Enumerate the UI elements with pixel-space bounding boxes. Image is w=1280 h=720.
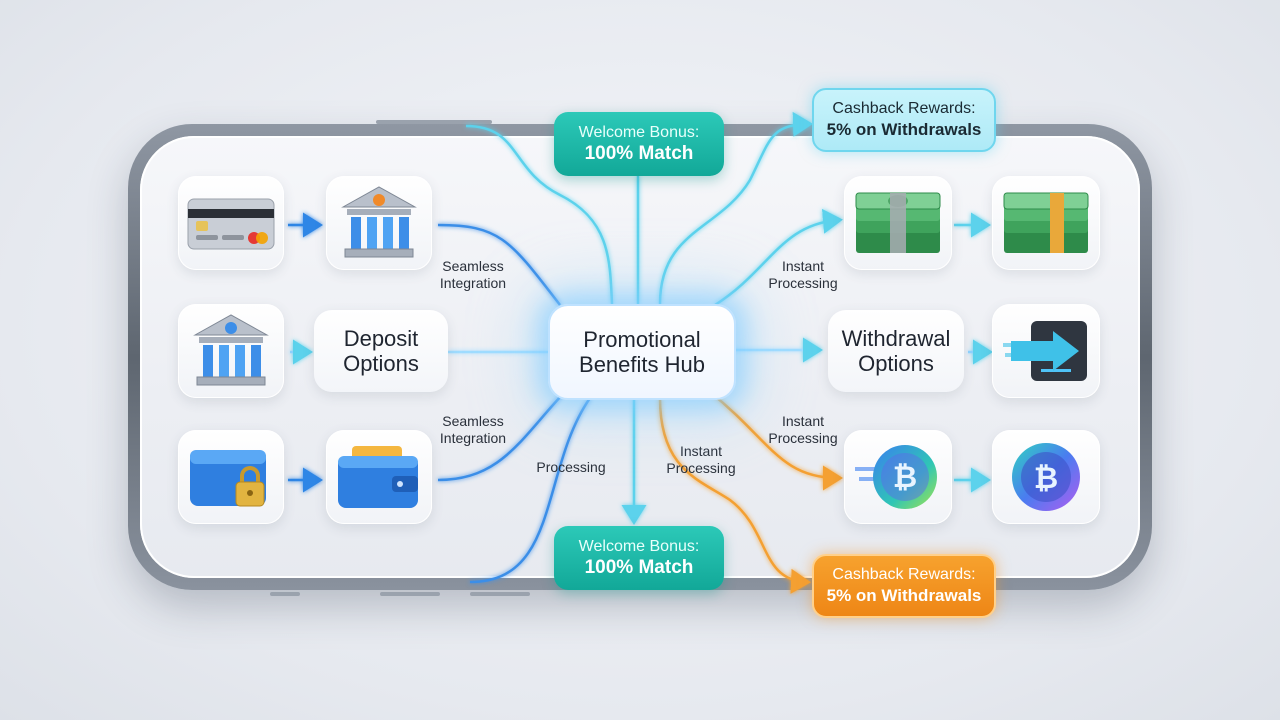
cash-stack-tile-alt[interactable]: [992, 176, 1100, 270]
wallet-lock-icon: [190, 450, 266, 507]
transfer-tile[interactable]: [992, 304, 1100, 398]
instant-processing-label-top: Instant Processing: [768, 258, 838, 291]
bitcoin-tile[interactable]: ₿: [844, 430, 952, 524]
transfer-arrow-icon: [1003, 321, 1087, 381]
cash-stack-icon: [1003, 192, 1089, 253]
withdrawal-options-button[interactable]: Withdrawal Options: [828, 310, 964, 392]
bitcoin-tile-alt[interactable]: ₿: [992, 430, 1100, 524]
cash-stack-tile[interactable]: [844, 176, 952, 270]
cashback-rewards-badge-bottom[interactable]: Cashback Rewards: 5% on Withdrawals: [812, 554, 996, 618]
deposit-options-line2: Options: [343, 351, 419, 376]
phone-side-button: [270, 592, 300, 596]
withdrawal-options-line1: Withdrawal: [841, 326, 951, 351]
cashback-rewards-badge-top[interactable]: Cashback Rewards: 5% on Withdrawals: [812, 88, 996, 152]
svg-text:₿: ₿: [893, 460, 917, 495]
wallet-icon: [338, 446, 418, 508]
bank-tile[interactable]: [326, 176, 432, 270]
wallet-tile[interactable]: [326, 430, 432, 524]
bank-icon: [341, 186, 417, 258]
deposit-options-line1: Deposit: [343, 326, 419, 351]
phone-side-button: [380, 592, 440, 596]
processing-label: Processing: [536, 459, 606, 475]
withdrawal-options-line2: Options: [858, 351, 934, 376]
hub-line1: Promotional: [583, 327, 701, 352]
phone-side-button: [376, 120, 492, 124]
wallet-lock-tile[interactable]: [178, 430, 284, 524]
bitcoin-coin-icon: ₿: [1012, 443, 1080, 511]
cash-stack-icon: [855, 192, 941, 253]
welcome-bonus-badge-top[interactable]: Welcome Bonus: 100% Match: [554, 112, 724, 176]
bank-icon: [193, 314, 269, 386]
svg-text:₿: ₿: [1034, 461, 1058, 496]
promotional-benefits-hub[interactable]: Promotional Benefits Hub: [548, 304, 736, 400]
hub-line2: Benefits Hub: [579, 352, 705, 377]
bitcoin-coin-icon: ₿: [855, 445, 937, 509]
seamless-integration-label-bottom: Seamless Integration: [439, 413, 507, 446]
deposit-options-button[interactable]: Deposit Options: [314, 310, 448, 392]
seamless-integration-label-top: Seamless Integration: [439, 258, 507, 291]
instant-processing-label-right: Instant Processing: [768, 413, 838, 446]
credit-card-icon: [187, 198, 275, 250]
welcome-bonus-badge-bottom[interactable]: Welcome Bonus: 100% Match: [554, 526, 724, 590]
phone-side-button: [470, 592, 530, 596]
credit-card-tile[interactable]: [178, 176, 284, 270]
bank-tile-alt[interactable]: [178, 304, 284, 398]
instant-processing-label-center: Instant Processing: [666, 443, 736, 476]
